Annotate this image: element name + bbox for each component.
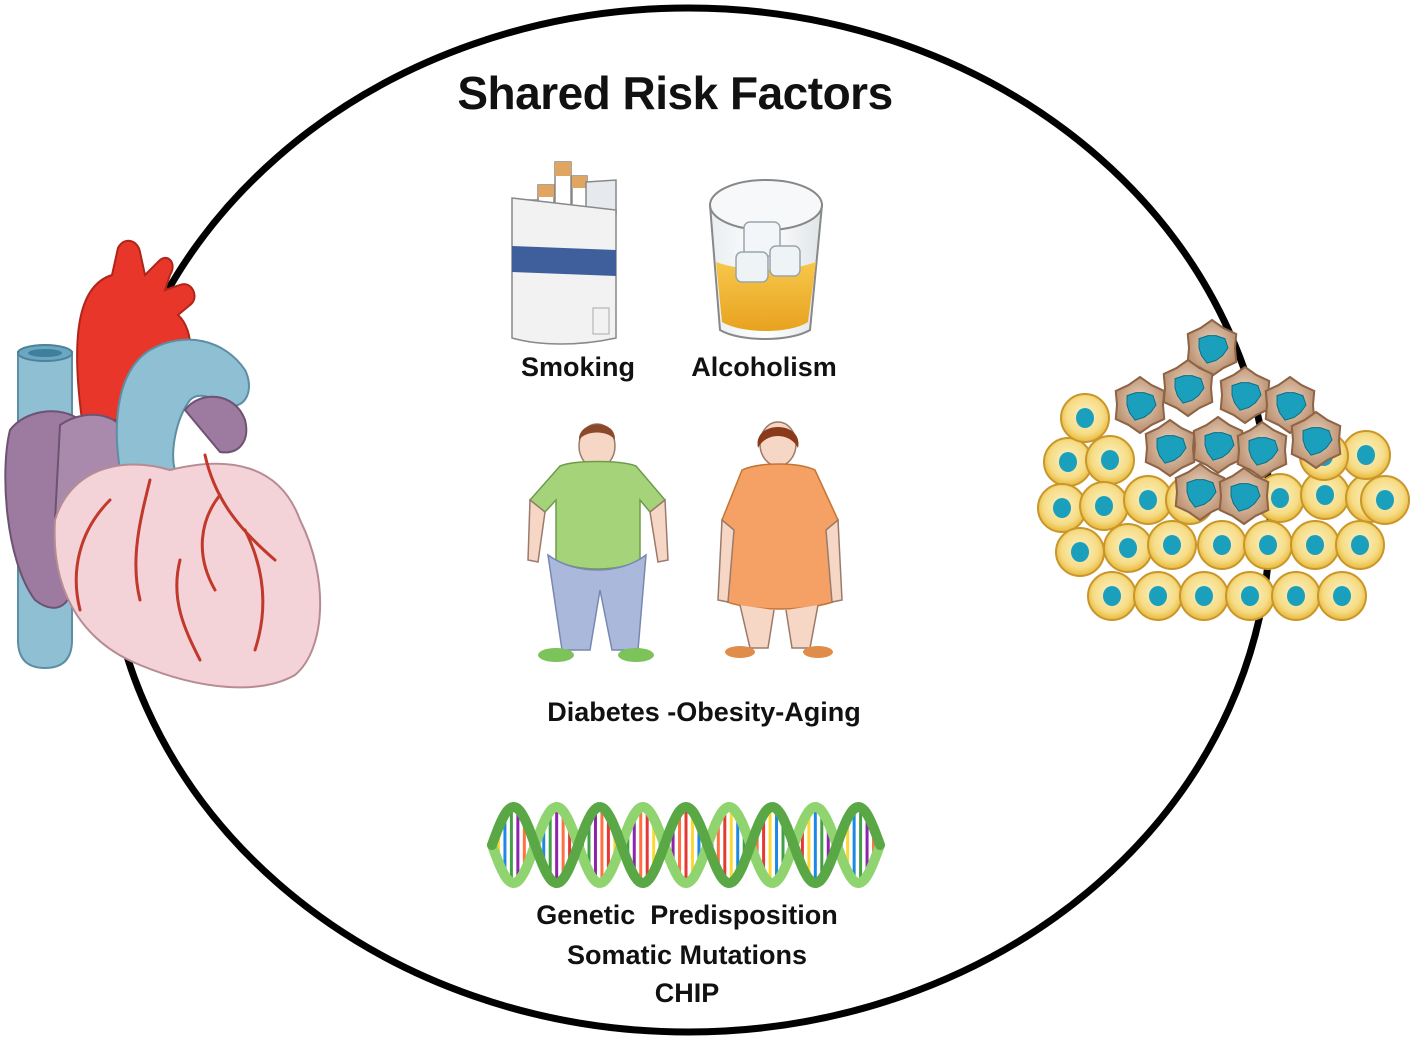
cell-nucleus	[1119, 538, 1137, 558]
dna-helix-icon	[487, 801, 885, 889]
tumor-nucleus	[1174, 375, 1205, 404]
cell-nucleus	[1149, 586, 1167, 606]
genetic-predisposition-label: Genetic Predisposition	[536, 900, 838, 930]
cell-nucleus	[1163, 535, 1181, 555]
diagram-title: Shared Risk Factors	[457, 67, 893, 119]
cigarette-pack-icon	[511, 161, 617, 345]
heart-icon	[4, 239, 322, 689]
chip-label: CHIP	[654, 978, 720, 1008]
whiskey-glass-icon	[708, 179, 824, 340]
cell-nucleus	[1287, 586, 1305, 606]
tumor-nucleus	[1156, 435, 1187, 464]
cell-nucleus	[1241, 586, 1259, 606]
somatic-mutations-label: Somatic Mutations	[566, 940, 808, 970]
tumor-cells-icon	[1037, 318, 1410, 621]
obese-woman-icon	[717, 421, 843, 658]
tumor-nucleus	[1204, 432, 1235, 461]
cell-nucleus	[1059, 452, 1077, 472]
cell-nucleus	[1316, 485, 1334, 505]
cell-nucleus	[1101, 450, 1119, 470]
cell-nucleus	[1271, 488, 1289, 508]
cell-nucleus	[1195, 586, 1213, 606]
cell-nucleus	[1333, 586, 1351, 606]
smoking-label: Smoking	[520, 352, 635, 382]
diabetes-obesity-aging-label: Diabetes -Obesity-Aging	[547, 697, 861, 727]
cell-nucleus	[1103, 586, 1121, 606]
tumor-nucleus	[1126, 392, 1157, 421]
tumor-nucleus	[1248, 437, 1279, 466]
cell-nucleus	[1213, 535, 1231, 555]
cell-nucleus	[1076, 408, 1094, 428]
tumor-nucleus	[1230, 483, 1261, 512]
obese-man-icon	[527, 423, 669, 662]
alcoholism-label: Alcoholism	[691, 352, 837, 382]
cell-nucleus	[1357, 445, 1375, 465]
tumor-nucleus	[1186, 479, 1217, 508]
cell-nucleus	[1259, 535, 1277, 555]
tumor-nucleus	[1276, 392, 1307, 421]
dna-strand	[487, 801, 885, 889]
cell-nucleus	[1139, 490, 1157, 510]
cell-nucleus	[1376, 490, 1394, 510]
cell-nucleus	[1071, 542, 1089, 562]
cell-nucleus	[1053, 498, 1071, 518]
tumor-nucleus	[1231, 382, 1262, 411]
dna-strand	[487, 801, 885, 889]
tumor-nucleus	[1198, 335, 1229, 364]
cell-nucleus	[1095, 496, 1113, 516]
cell-nucleus	[1306, 535, 1324, 555]
cell-nucleus	[1351, 535, 1369, 555]
tumor-nucleus	[1302, 427, 1333, 456]
